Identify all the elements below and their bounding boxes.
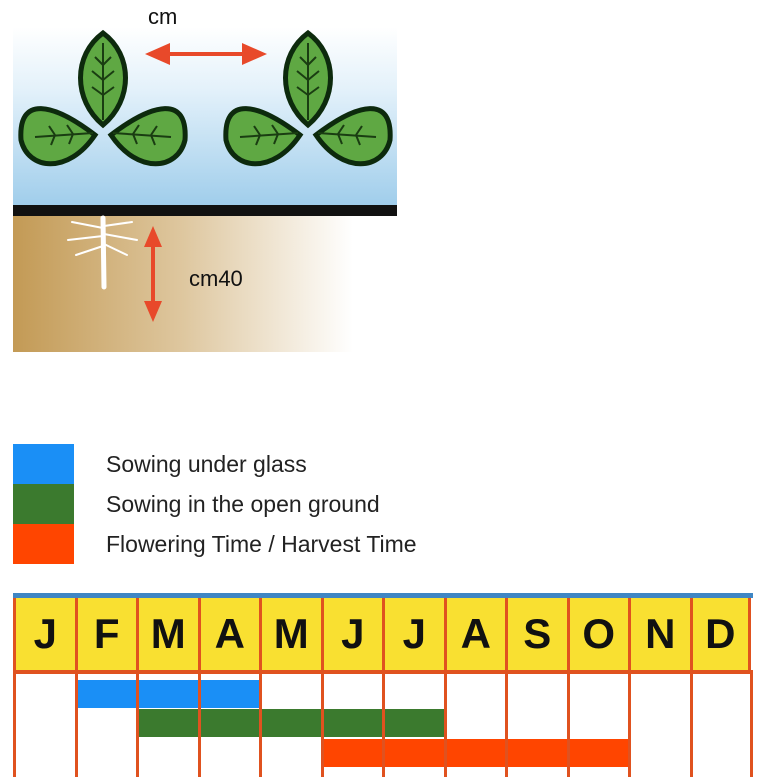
- legend-swatch: [13, 524, 74, 564]
- calendar-divider: [13, 670, 753, 674]
- legend-label: Sowing under glass: [106, 451, 307, 477]
- calendar-grid-line: [505, 674, 508, 777]
- calendar-grid-line: [443, 674, 447, 777]
- calendar-top-border: [13, 593, 753, 598]
- calendar-grid-line: [750, 674, 753, 777]
- calendar-grid-line: [566, 674, 570, 777]
- month-cell: J: [13, 598, 75, 670]
- vertical-double-arrow-icon: [144, 226, 162, 322]
- calendar-grid-line: [628, 674, 631, 777]
- month-calendar: J F M A M J J A S O N D: [13, 593, 753, 777]
- legend-label: Flowering Time / Harvest Time: [106, 531, 417, 557]
- activity-bar: [262, 709, 321, 737]
- month-cell: O: [566, 598, 628, 670]
- month-cell: D: [689, 598, 751, 670]
- calendar-grid-line: [689, 674, 693, 777]
- month-cell: M: [259, 598, 321, 670]
- activity-bar: [385, 739, 444, 767]
- activity-bar: [77, 680, 136, 708]
- root-icon: [67, 215, 138, 290]
- month-cell: J: [382, 598, 444, 670]
- month-cell: S: [505, 598, 567, 670]
- calendar-grid-line: [136, 674, 139, 777]
- depth-label: cm40: [189, 266, 243, 291]
- calendar-grid-line: [13, 674, 16, 777]
- activity-bar: [139, 680, 198, 708]
- month-cell: N: [628, 598, 690, 670]
- legend-swatch: [13, 484, 74, 524]
- activity-bar: [385, 709, 444, 737]
- calendar-grid-line: [382, 674, 385, 777]
- activity-bar: [200, 680, 259, 708]
- activity-bar: [446, 739, 505, 767]
- activity-bar: [200, 709, 259, 737]
- month-cell: A: [443, 598, 505, 670]
- legend-swatch: [13, 444, 74, 484]
- month-cell: F: [74, 598, 136, 670]
- calendar-grid-line: [74, 674, 78, 777]
- month-cell: M: [136, 598, 198, 670]
- spacing-label: cm: [148, 4, 178, 29]
- activity-bar: [323, 739, 382, 767]
- calendar-grid-line: [259, 674, 262, 777]
- calendar-grid-line: [320, 674, 324, 777]
- legend-label: Sowing in the open ground: [106, 491, 380, 517]
- month-cell: A: [197, 598, 259, 670]
- activity-bar: [569, 739, 628, 767]
- activity-bar: [139, 709, 198, 737]
- month-cell: J: [320, 598, 382, 670]
- activity-bar: [323, 709, 382, 737]
- plant-spacing-illustration: [13, 27, 397, 352]
- double-arrow-icon: [145, 43, 267, 65]
- calendar-grid-line: [197, 674, 201, 777]
- activity-bar: [508, 739, 567, 767]
